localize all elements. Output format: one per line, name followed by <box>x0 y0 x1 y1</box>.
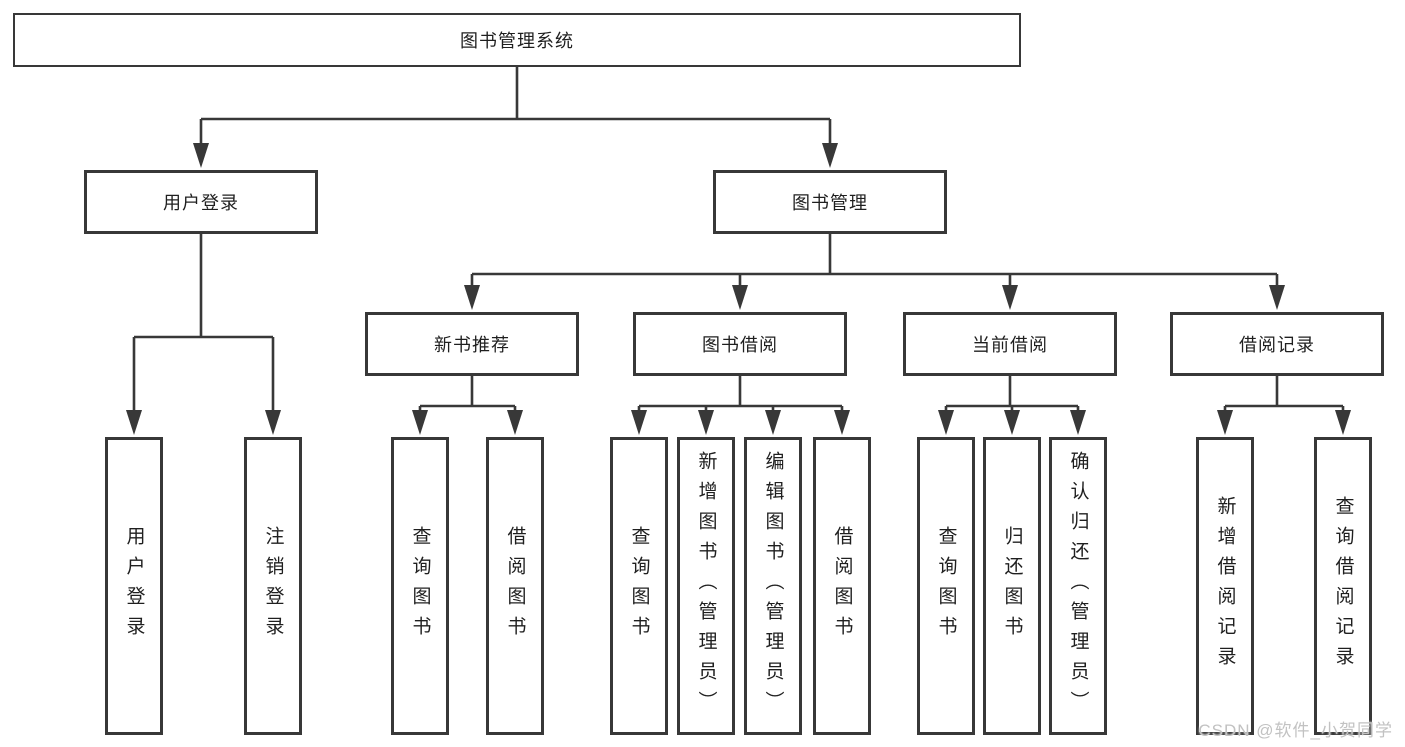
leaf-borrow-books: 借阅图书 <box>813 437 871 735</box>
node-label: 用户登录 <box>163 193 239 213</box>
node-label: 借阅记录 <box>1239 335 1315 355</box>
node-label: 归还图书 <box>1001 526 1023 646</box>
node-label: 当前借阅 <box>972 335 1048 355</box>
node-label: 借阅图书 <box>504 526 526 646</box>
node-label: 新书推荐 <box>434 335 510 355</box>
node-label: 新增借阅记录 <box>1214 496 1236 676</box>
node-library-management-system: 图书管理系统 <box>13 13 1021 67</box>
node-label: 查询图书 <box>628 526 650 646</box>
node-borrow-records: 借阅记录 <box>1170 312 1384 376</box>
node-label: 借阅图书 <box>831 526 853 646</box>
leaf-confirm-return-admin: 确认归还（管理员） <box>1049 437 1107 735</box>
leaf-add-books-admin: 新增图书（管理员） <box>677 437 735 735</box>
node-current-borrow: 当前借阅 <box>903 312 1117 376</box>
node-label: 编辑图书（管理员） <box>762 451 784 721</box>
node-label: 查询借阅记录 <box>1332 496 1354 676</box>
leaf-edit-books-admin: 编辑图书（管理员） <box>744 437 802 735</box>
node-label: 图书管理系统 <box>460 31 574 51</box>
node-book-borrow: 图书借阅 <box>633 312 847 376</box>
leaf-query-books-borrow: 查询图书 <box>610 437 668 735</box>
node-label: 确认归还（管理员） <box>1067 451 1089 721</box>
leaf-logout: 注销登录 <box>244 437 302 735</box>
leaf-borrow-books-recommend: 借阅图书 <box>486 437 544 735</box>
leaf-query-books-current: 查询图书 <box>917 437 975 735</box>
leaf-query-borrow-record: 查询借阅记录 <box>1314 437 1372 735</box>
leaf-query-books-recommend: 查询图书 <box>391 437 449 735</box>
leaf-user-login: 用户登录 <box>105 437 163 735</box>
leaf-return-books: 归还图书 <box>983 437 1041 735</box>
node-label: 用户登录 <box>123 526 145 646</box>
watermark: CSDN @软件_小贺同学 <box>1198 721 1393 740</box>
leaf-add-borrow-record: 新增借阅记录 <box>1196 437 1254 735</box>
node-book-management: 图书管理 <box>713 170 947 234</box>
node-label: 注销登录 <box>262 526 284 646</box>
node-label: 图书借阅 <box>702 335 778 355</box>
node-user-login-group: 用户登录 <box>84 170 318 234</box>
node-label: 新增图书（管理员） <box>695 451 717 721</box>
node-label: 图书管理 <box>792 193 868 213</box>
node-new-book-recommend: 新书推荐 <box>365 312 579 376</box>
node-label: 查询图书 <box>409 526 431 646</box>
node-label: 查询图书 <box>935 526 957 646</box>
